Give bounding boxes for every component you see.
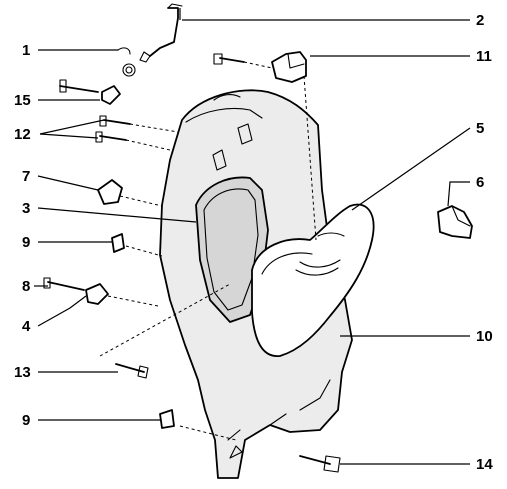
callout-6: 6 xyxy=(476,174,484,191)
callout-1: 1 xyxy=(22,42,30,59)
cable-bracket xyxy=(139,3,183,63)
clip-6 xyxy=(437,205,473,239)
clip-9-lower xyxy=(159,409,175,429)
callout-15: 15 xyxy=(14,92,31,109)
callout-8: 8 xyxy=(22,278,30,295)
callout-labels: 1 2 3 4 5 6 7 8 9 9 10 11 12 13 14 15 xyxy=(14,12,493,473)
clip-11 xyxy=(213,51,307,83)
spring xyxy=(117,47,136,77)
callout-7: 7 xyxy=(22,168,30,185)
callout-13: 13 xyxy=(14,364,31,381)
glove-box-bin xyxy=(251,203,375,357)
screw-14 xyxy=(299,455,341,473)
callout-9-upper: 9 xyxy=(22,234,30,251)
bracket-7 xyxy=(97,179,123,205)
clip-4 xyxy=(85,283,109,305)
screw-13 xyxy=(115,363,149,379)
callout-3: 3 xyxy=(22,200,30,217)
callout-11: 11 xyxy=(476,48,492,65)
callout-12: 12 xyxy=(14,126,31,143)
callout-2: 2 xyxy=(476,12,484,29)
screw-8 xyxy=(43,277,85,291)
callout-9-lower: 9 xyxy=(22,412,30,429)
screw-clip-15 xyxy=(59,79,121,105)
callout-10: 10 xyxy=(476,328,493,345)
leader-lines xyxy=(34,8,471,465)
screws-12 xyxy=(95,115,131,143)
clip-9-upper xyxy=(111,233,125,253)
callout-5: 5 xyxy=(476,120,484,137)
callout-14: 14 xyxy=(476,456,493,473)
callout-4: 4 xyxy=(22,318,31,335)
